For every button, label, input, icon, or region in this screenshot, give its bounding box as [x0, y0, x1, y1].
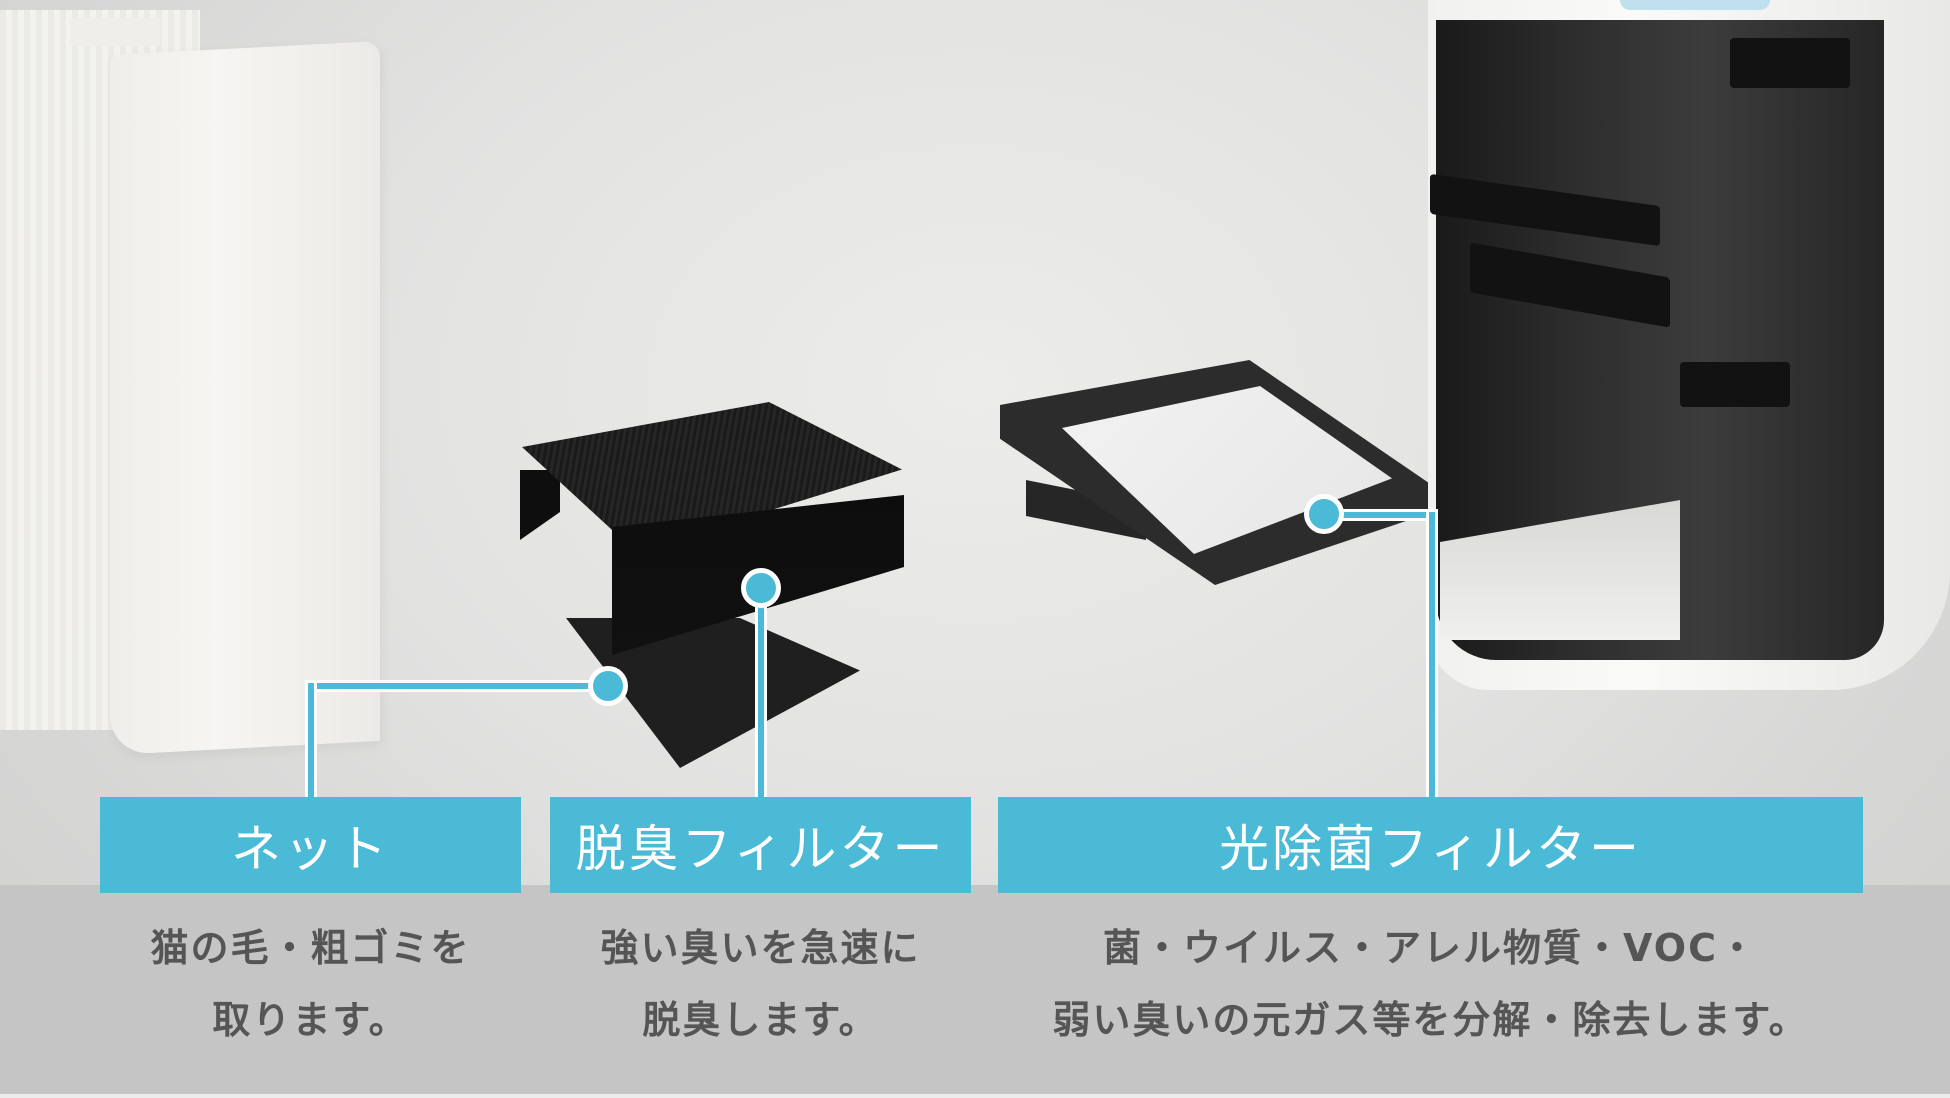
callout-line-deodorizing-vertical	[758, 605, 764, 797]
net-filter-image	[0, 0, 400, 780]
description-net-line-2: 取ります。	[212, 998, 409, 1042]
callout-dot-icon	[1304, 494, 1344, 534]
label-deodorizing-filter-text: 脱臭フィルター	[575, 820, 946, 878]
description-deodorizing-filter: 強い臭いを急速に 脱臭します。	[550, 912, 971, 1056]
description-deodorizing-line-1: 強い臭いを急速に	[600, 926, 921, 970]
net-filter-panel	[110, 40, 380, 756]
description-photocatalytic-filter: 菌・ウイルス・アレル物質・VOC・ 弱い臭いの元ガス等を分解・除去します。	[998, 912, 1863, 1056]
callout-dot-icon	[588, 666, 628, 706]
description-band	[0, 885, 1950, 1094]
net-filter-tab	[70, 18, 160, 46]
callout-line-photocatalytic-horizontal	[1335, 512, 1435, 518]
callout-line-net-vertical	[308, 683, 314, 797]
bottom-edge	[0, 1094, 1950, 1098]
deodorizing-filter-flap	[520, 470, 560, 540]
callout-line-net-horizontal	[308, 683, 608, 689]
label-photocatalytic-filter-text: 光除菌フィルター	[1219, 820, 1642, 878]
description-photocatalytic-line-2: 弱い臭いの元ガス等を分解・除去します。	[1052, 998, 1809, 1042]
unit-top-accent	[1620, 0, 1770, 10]
label-deodorizing-filter: 脱臭フィルター	[550, 797, 971, 893]
unit-vent-lower	[1680, 362, 1790, 407]
description-deodorizing-line-2: 脱臭します。	[642, 998, 879, 1042]
label-net: ネット	[100, 797, 521, 893]
description-net: 猫の毛・粗ゴミを 取ります。	[100, 912, 521, 1056]
unit-vent-upper	[1730, 38, 1850, 88]
label-net-text: ネット	[231, 820, 390, 878]
callout-dot-icon	[741, 568, 781, 608]
description-photocatalytic-line-1: 菌・ウイルス・アレル物質・VOC・	[1103, 926, 1758, 970]
description-net-line-1: 猫の毛・粗ゴミを	[150, 926, 471, 970]
callout-line-photocatalytic-vertical	[1429, 512, 1435, 797]
label-photocatalytic-filter: 光除菌フィルター	[998, 797, 1863, 893]
